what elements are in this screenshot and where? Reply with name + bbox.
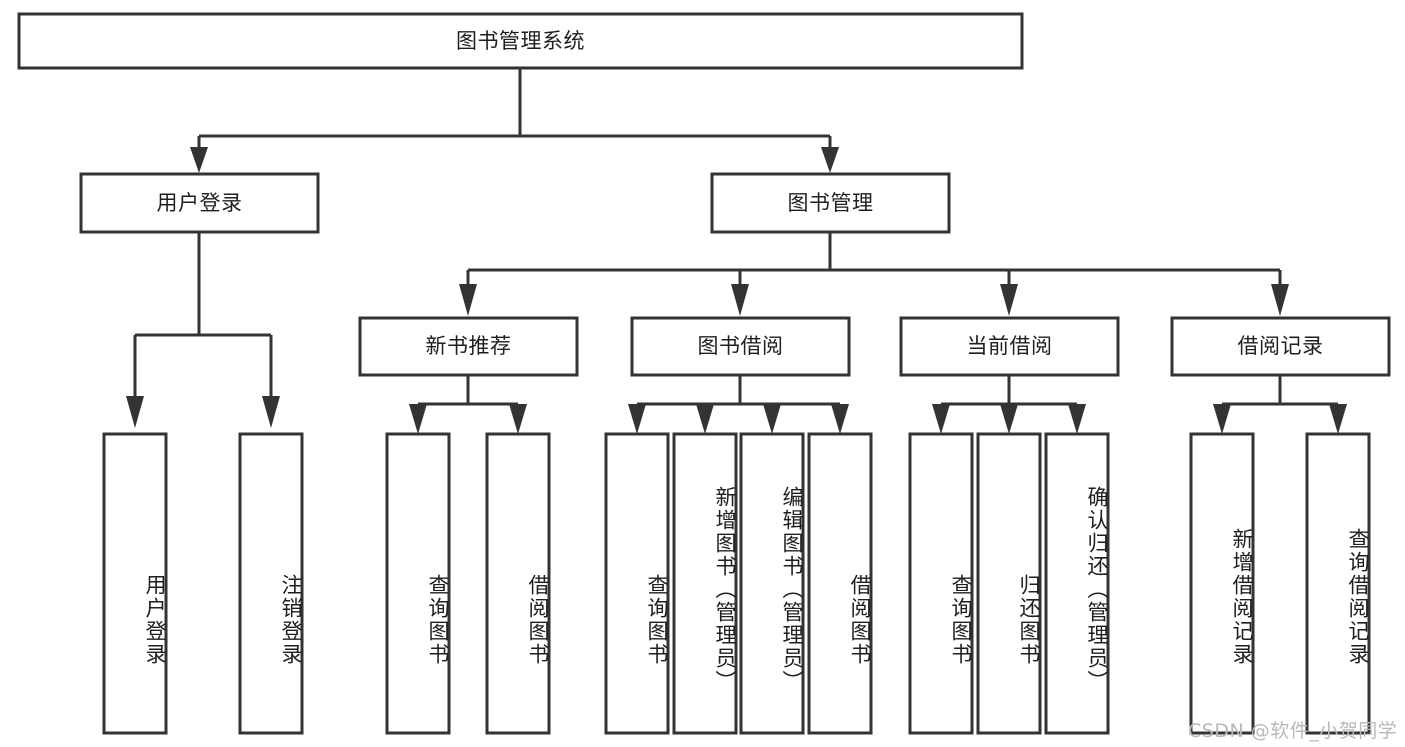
connector-bookmgmt-to-level3 bbox=[459, 232, 1289, 316]
leaf-borrow-record-1[interactable] bbox=[1305, 432, 1371, 735]
leaf-new-book-1[interactable] bbox=[485, 432, 551, 735]
node-user-login[interactable] bbox=[79, 172, 320, 234]
leaf-current-borrow-2[interactable] bbox=[1044, 432, 1110, 735]
leaf-user-login-1[interactable] bbox=[238, 432, 304, 735]
leaf-current-borrow-1[interactable] bbox=[976, 432, 1042, 735]
leaf-user-login-0[interactable] bbox=[102, 432, 168, 735]
connector-newbook-to-leaves bbox=[409, 375, 527, 434]
leaf-book-borrow-1[interactable] bbox=[672, 432, 738, 735]
node-new-book-recommend[interactable] bbox=[358, 316, 579, 377]
node-book-management[interactable] bbox=[710, 172, 951, 234]
leaf-new-book-0[interactable] bbox=[385, 432, 451, 735]
connector-currentborrow-to-leaves bbox=[932, 375, 1086, 434]
leaf-book-borrow-2[interactable] bbox=[739, 432, 805, 735]
connector-userlogin-to-leaves bbox=[126, 232, 280, 428]
leaf-book-borrow-3[interactable] bbox=[807, 432, 873, 735]
leaf-book-borrow-0[interactable] bbox=[604, 432, 670, 735]
node-current-borrow[interactable] bbox=[899, 316, 1120, 377]
connector-borrowrecord-to-leaves bbox=[1213, 375, 1347, 434]
watermark-text: CSDN @软件_小贺同学 bbox=[1188, 720, 1398, 742]
leaf-current-borrow-0[interactable] bbox=[908, 432, 974, 735]
node-book-borrow[interactable] bbox=[630, 316, 851, 377]
connector-bookborrow-to-leaves bbox=[628, 375, 849, 434]
connector-root-to-level2 bbox=[190, 68, 839, 173]
node-borrow-record[interactable] bbox=[1170, 316, 1391, 377]
leaf-borrow-record-0[interactable] bbox=[1189, 432, 1255, 735]
node-root[interactable] bbox=[17, 12, 1024, 70]
